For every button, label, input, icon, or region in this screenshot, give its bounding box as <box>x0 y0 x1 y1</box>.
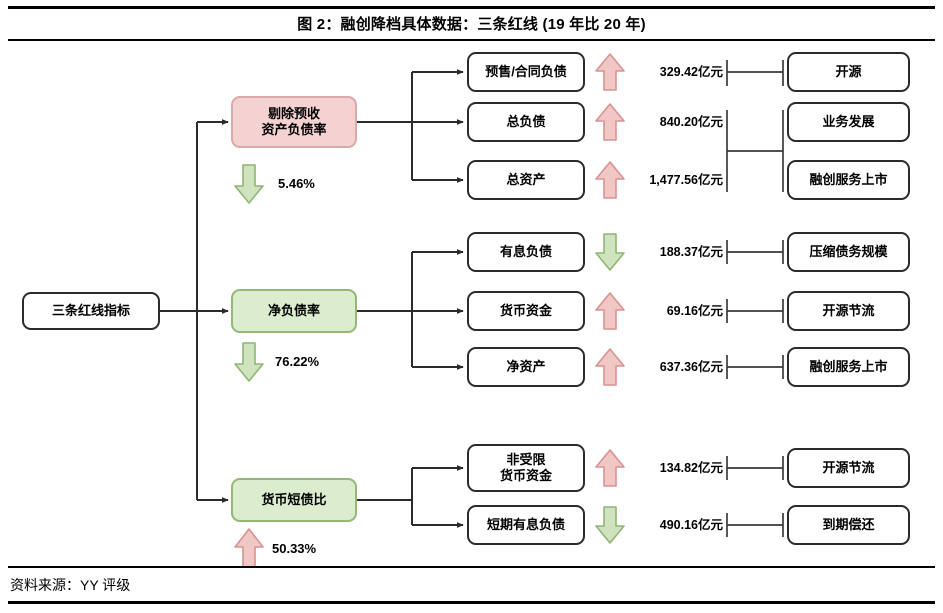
action-label: 开源 <box>835 64 862 80</box>
change-arrow-down-group-1 <box>232 163 266 205</box>
action-label: 融创服务上市 <box>809 359 888 375</box>
trend-arrow-up-g1-r3 <box>593 160 627 200</box>
metric-label: 总资产 <box>506 172 546 188</box>
action-node-g3-r1[interactable]: 开源节流 <box>787 448 910 488</box>
figure-title: 图 2：融创降档具体数据：三条红线 (19 年比 20 年) <box>297 16 646 33</box>
indicator-node-group-2[interactable]: 净负债率 <box>231 289 357 333</box>
amount-label-g3-r1: 134.82亿元 <box>659 461 723 475</box>
action-node-g2-r3[interactable]: 融创服务上市 <box>787 347 910 387</box>
metric-label: 非受限 货币资金 <box>499 452 552 483</box>
indicator-label: 货币短债比 <box>261 492 327 508</box>
action-label: 业务发展 <box>822 114 875 130</box>
amount-label-g1-r2: 840.20亿元 <box>659 115 723 129</box>
metric-node-g1-r1[interactable]: 预售/合同负债 <box>467 52 585 92</box>
change-arrow-down-group-2 <box>232 341 266 383</box>
action-node-g2-r1[interactable]: 压缩债务规模 <box>787 232 910 272</box>
indicator-label: 净负债率 <box>267 303 320 319</box>
footer-top-rule <box>8 566 935 568</box>
amount-label-g2-r1: 188.37亿元 <box>659 245 723 259</box>
metric-label: 有息负债 <box>499 244 552 260</box>
trend-arrow-up-g3-r1 <box>593 448 627 488</box>
trend-arrow-down-g2-r1 <box>593 232 627 272</box>
change-value-group-2: 76.22% <box>275 354 320 369</box>
action-node-g1-r2[interactable]: 业务发展 <box>787 102 910 142</box>
change-value-group-1: 5.46% <box>278 176 315 191</box>
amount-label-g1-r3: 1,477.56亿元 <box>649 173 723 187</box>
trend-arrow-up-g1-r2 <box>593 102 627 142</box>
indicator-label: 剔除预收 资产负债率 <box>261 106 327 137</box>
root-label: 三条红线指标 <box>51 303 130 319</box>
metric-node-g1-r2[interactable]: 总负债 <box>467 102 585 142</box>
trend-arrow-up-g2-r2 <box>593 291 627 331</box>
action-node-g1-r3[interactable]: 融创服务上市 <box>787 160 910 200</box>
action-node-g3-r2[interactable]: 到期偿还 <box>787 505 910 545</box>
metric-node-g3-r1[interactable]: 非受限 货币资金 <box>467 444 585 492</box>
trend-arrow-up-g1-r1 <box>593 52 627 92</box>
metric-node-g2-r1[interactable]: 有息负债 <box>467 232 585 272</box>
metric-node-g2-r2[interactable]: 货币资金 <box>467 291 585 331</box>
action-node-g1-r1[interactable]: 开源 <box>787 52 910 92</box>
amount-label-g2-r2: 69.16亿元 <box>666 304 723 318</box>
title-underline-rule <box>8 39 935 41</box>
metric-label: 预售/合同负债 <box>485 64 567 80</box>
trend-arrow-down-g3-r2 <box>593 505 627 545</box>
root-node[interactable]: 三条红线指标 <box>22 292 160 330</box>
change-value-group-3: 50.33% <box>272 541 317 556</box>
indicator-node-group-1[interactable]: 剔除预收 资产负债率 <box>231 96 357 148</box>
action-label: 到期偿还 <box>822 517 875 533</box>
metric-label: 货币资金 <box>499 303 552 319</box>
top-rule <box>8 6 935 9</box>
metric-node-g3-r2[interactable]: 短期有息负债 <box>467 505 585 545</box>
amount-label-g1-r1: 329.42亿元 <box>659 65 723 79</box>
action-label: 融创服务上市 <box>809 172 888 188</box>
metric-label: 净资产 <box>506 359 546 375</box>
action-label: 开源节流 <box>822 460 875 476</box>
amount-label-g3-r2: 490.16亿元 <box>659 518 723 532</box>
footer-bottom-rule <box>8 601 935 604</box>
amount-label-g2-r3: 637.36亿元 <box>659 360 723 374</box>
trend-arrow-up-g2-r3 <box>593 347 627 387</box>
indicator-node-group-3[interactable]: 货币短债比 <box>231 478 357 522</box>
action-label: 压缩债务规模 <box>809 244 888 260</box>
source-note: 资料来源：YY 评级 <box>10 577 131 593</box>
metric-node-g2-r3[interactable]: 净资产 <box>467 347 585 387</box>
action-label: 开源节流 <box>822 303 875 319</box>
metric-node-g1-r3[interactable]: 总资产 <box>467 160 585 200</box>
metric-label: 总负债 <box>506 114 546 130</box>
change-arrow-up-group-3 <box>232 527 266 569</box>
metric-label: 短期有息负债 <box>486 517 565 533</box>
action-node-g2-r2[interactable]: 开源节流 <box>787 291 910 331</box>
